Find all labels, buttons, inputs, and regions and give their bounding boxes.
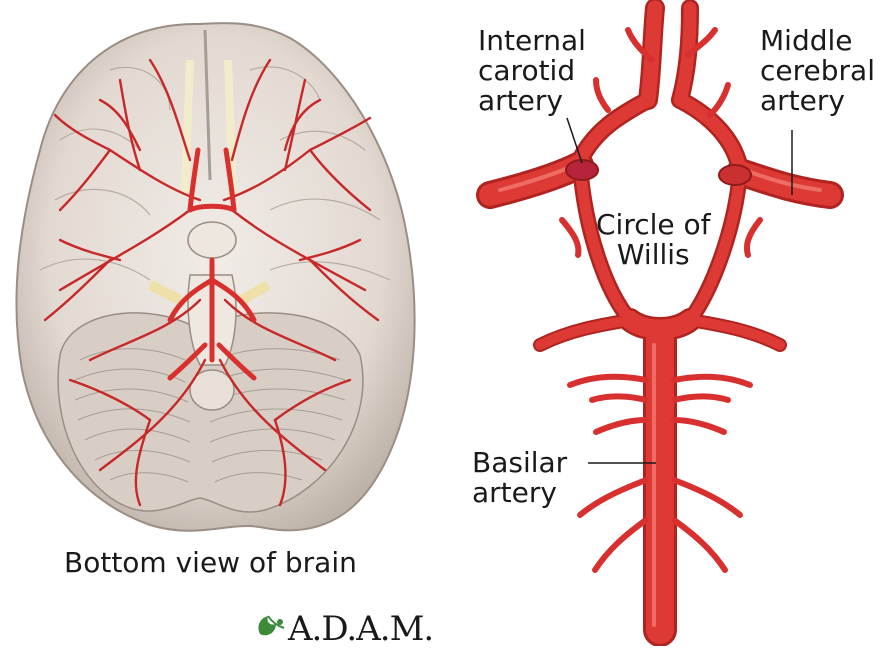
brain — [16, 23, 414, 531]
circle-of-willis-label: Circle of Willis — [596, 210, 711, 270]
adam-logo: A.D.A.M. — [254, 612, 433, 646]
basilar-artery-label: Basilar artery — [472, 448, 567, 508]
middle-cerebral-artery-label: Middle cerebral artery — [760, 26, 875, 116]
internal-carotid-artery-label: Internal carotid artery — [478, 26, 586, 116]
bottom-view-caption: Bottom view of brain — [64, 548, 357, 578]
adam-logo-text: A.D.A.M. — [288, 609, 433, 649]
